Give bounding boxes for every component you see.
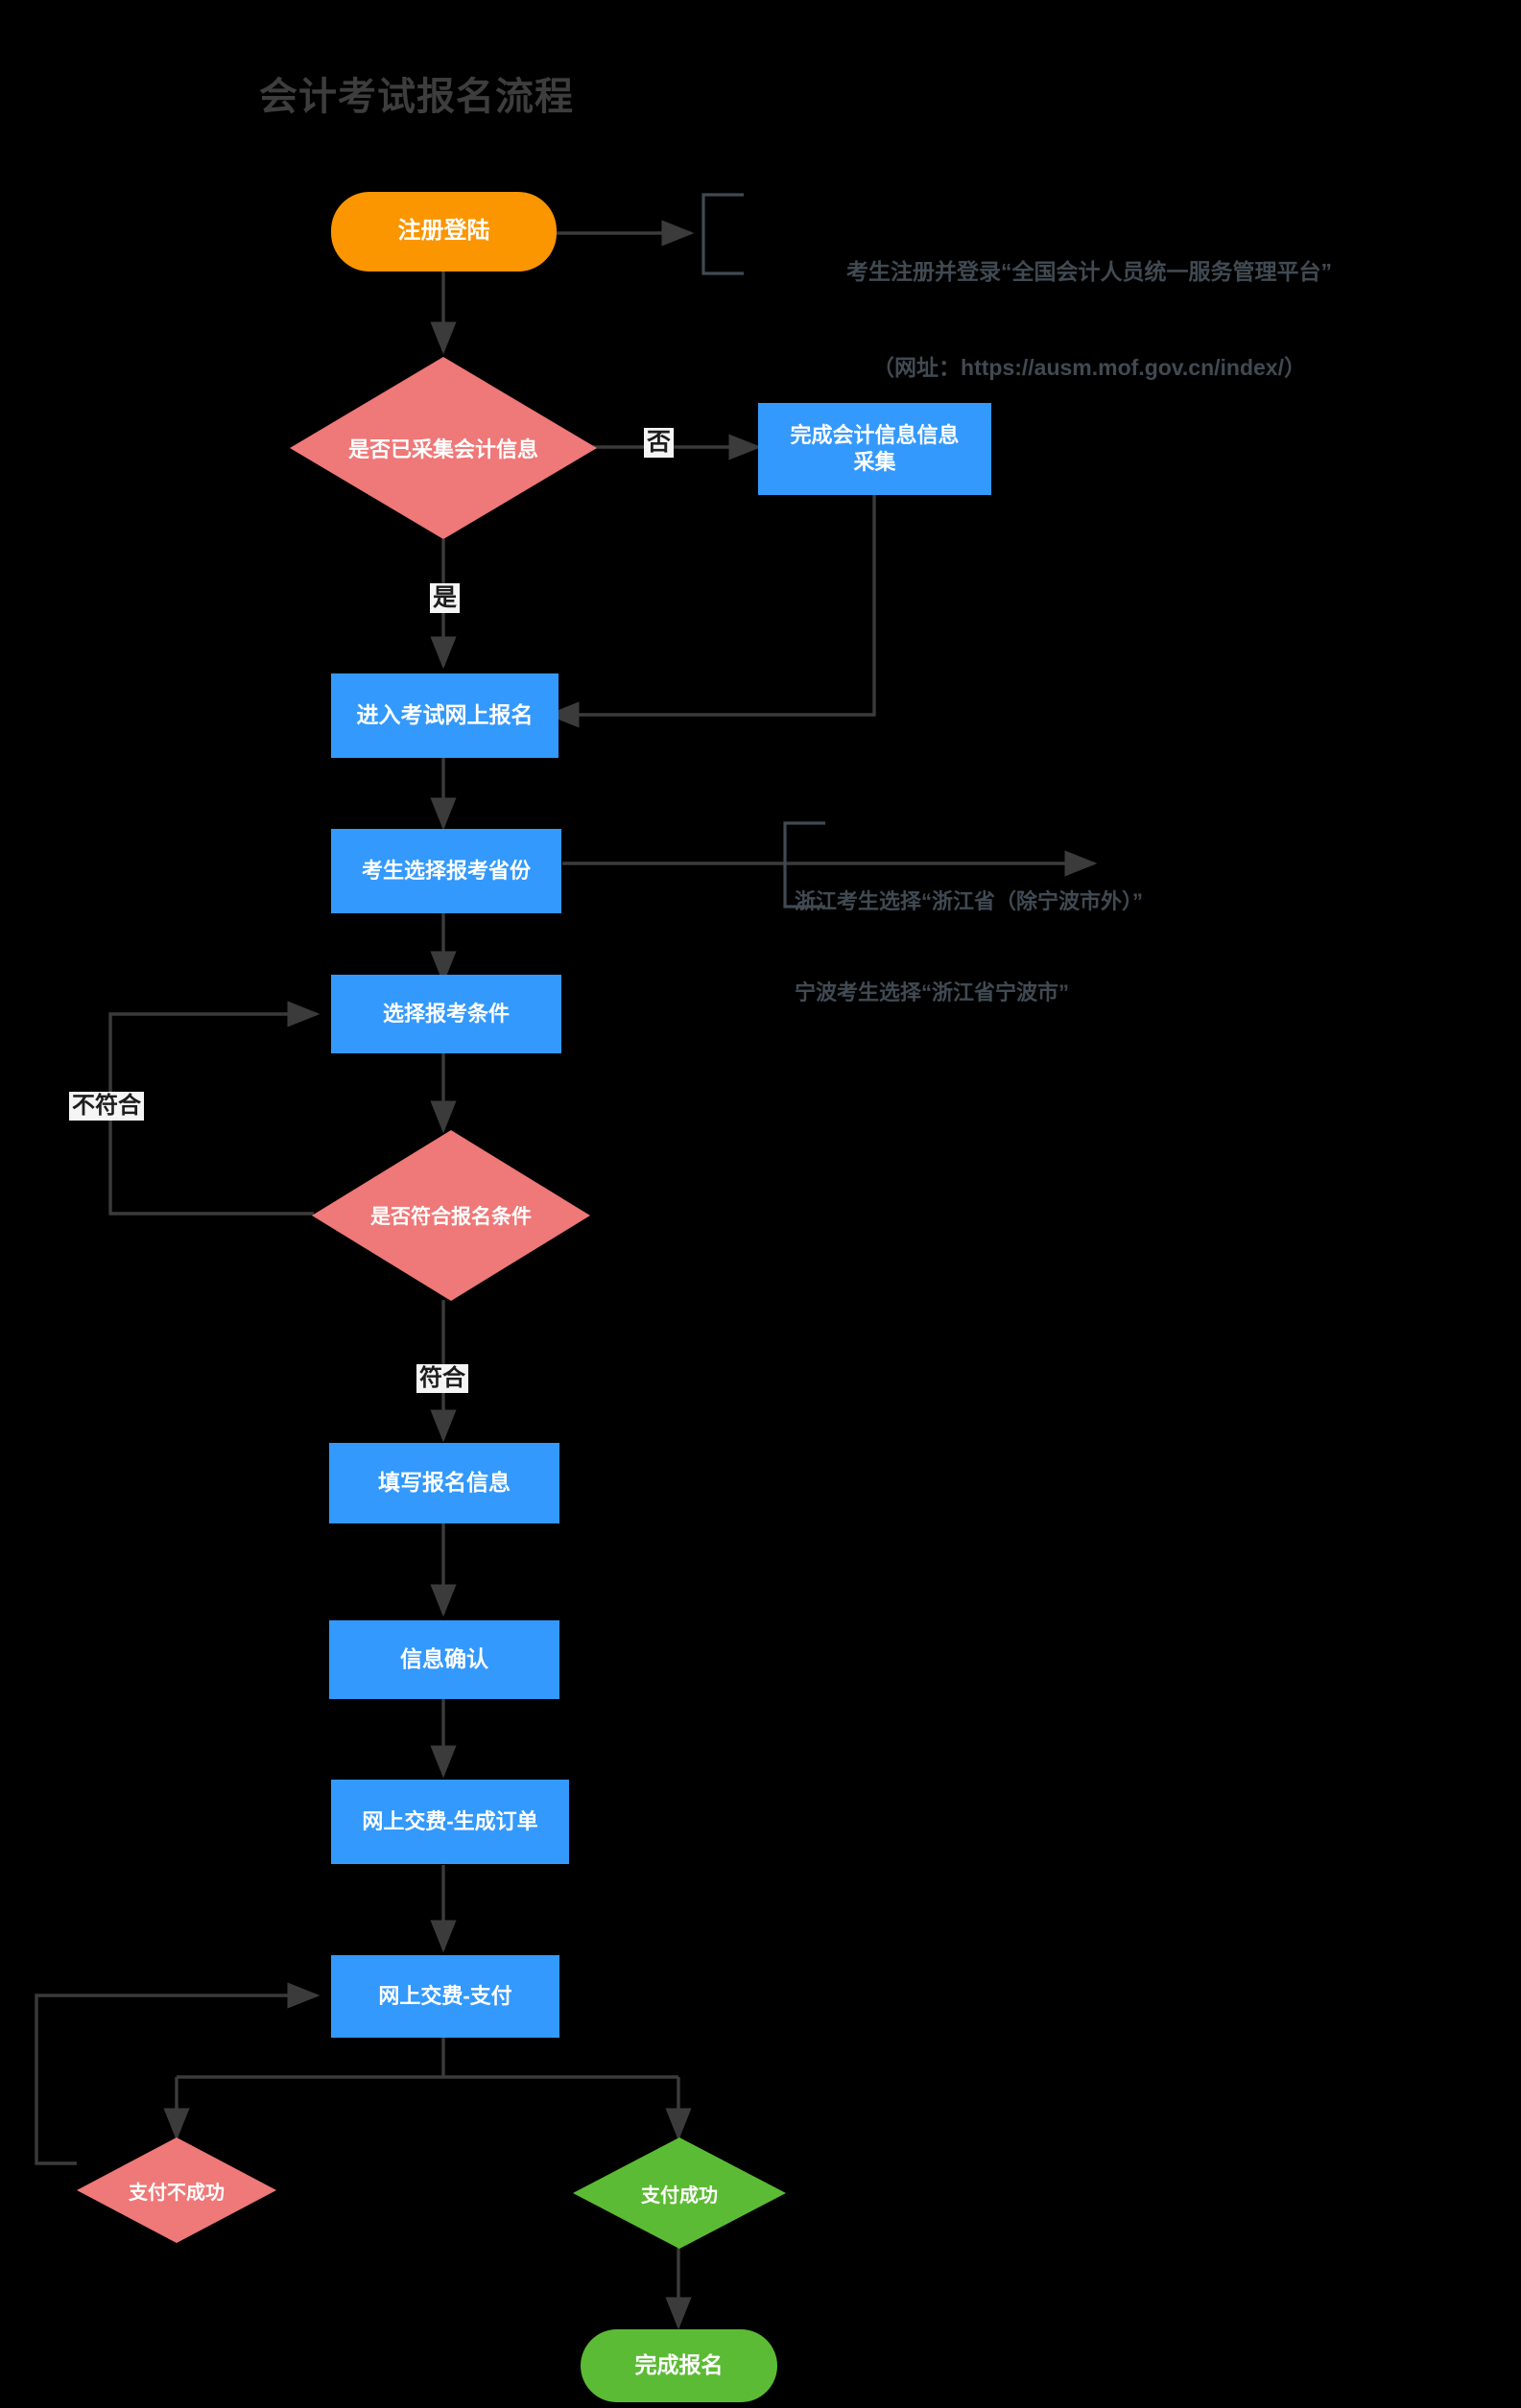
node-label: 完成报名 — [634, 2352, 724, 2378]
node-label: 进入考试网上报名 — [356, 702, 534, 728]
edge-label-yes: 是 — [430, 583, 461, 613]
node-confirm-info[interactable]: 信息确认 — [329, 1620, 559, 1699]
annotation-province: 浙江考生选择“浙江省（除宁波市外）” 宁波考生选择“浙江省宁波市” — [795, 825, 1428, 1070]
node-select-province[interactable]: 考生选择报考省份 — [331, 829, 561, 913]
page-title: 会计考试报名流程 — [259, 76, 574, 118]
node-label: 网上交费-支付 — [378, 1983, 512, 2008]
node-label: 支付成功 — [641, 2184, 718, 2207]
node-pay-failed[interactable]: 支付不成功 — [77, 2137, 276, 2243]
annotation-register-line2: （网址：https://ausm.mof.gov.cn/index/） — [872, 354, 1306, 380]
node-register-login[interactable]: 注册登陆 — [331, 192, 557, 271]
node-meets-conditions[interactable]: 是否符合报名条件 — [312, 1130, 590, 1301]
node-registration-complete[interactable]: 完成报名 — [581, 2329, 777, 2402]
annotation-register-line1: 考生注册并登录“全国会计人员统一服务管理平台” — [846, 258, 1332, 284]
edge-label-no: 否 — [644, 428, 675, 458]
node-label: 是否已采集会计信息 — [347, 437, 538, 461]
bracket-register-annotation — [701, 193, 744, 275]
node-label: 支付不成功 — [129, 2182, 225, 2204]
node-label: 注册登陆 — [397, 218, 490, 245]
annotation-province-line2: 宁波考生选择“浙江省宁波市” — [795, 980, 1070, 1005]
node-select-conditions[interactable]: 选择报考条件 — [331, 975, 561, 1053]
node-online-pay-create-order[interactable]: 网上交费-生成订单 — [331, 1780, 569, 1864]
diamond-shape — [312, 1130, 590, 1301]
node-label-line2: 采集 — [853, 450, 896, 474]
node-fill-registration-info[interactable]: 填写报名信息 — [329, 1443, 559, 1523]
node-label: 是否符合报名条件 — [370, 1206, 532, 1228]
edge-collection-to-enterreg — [546, 495, 876, 728]
node-enter-online-registration[interactable]: 进入考试网上报名 — [331, 673, 558, 758]
node-label: 考生选择报考省份 — [361, 858, 531, 883]
node-label: 填写报名信息 — [378, 1470, 511, 1496]
node-label: 信息确认 — [400, 1646, 488, 1672]
node-label-line1: 完成会计信息信息 — [790, 422, 960, 447]
node-label: 选择报考条件 — [382, 1001, 510, 1026]
node-label: 网上交费-生成订单 — [362, 1808, 538, 1833]
node-complete-info-collection[interactable]: 完成会计信息信息 采集 — [758, 403, 991, 495]
node-online-pay-pay[interactable]: 网上交费-支付 — [331, 1955, 559, 2038]
node-pay-success[interactable]: 支付成功 — [573, 2137, 786, 2249]
node-has-collected-info[interactable]: 是否已采集会计信息 — [290, 357, 597, 539]
diamond-shape — [290, 357, 597, 539]
annotation-province-line1: 浙江考生选择“浙江省（除宁波市外）” — [795, 888, 1144, 913]
edge-label-not-meet: 不符合 — [69, 1092, 144, 1121]
edge-label-meet: 符合 — [416, 1364, 468, 1393]
annotation-register: 考生注册并登录“全国会计人员统一服务管理平台” （网址：https://ausm… — [753, 192, 1425, 448]
diamond-shape — [573, 2137, 786, 2249]
